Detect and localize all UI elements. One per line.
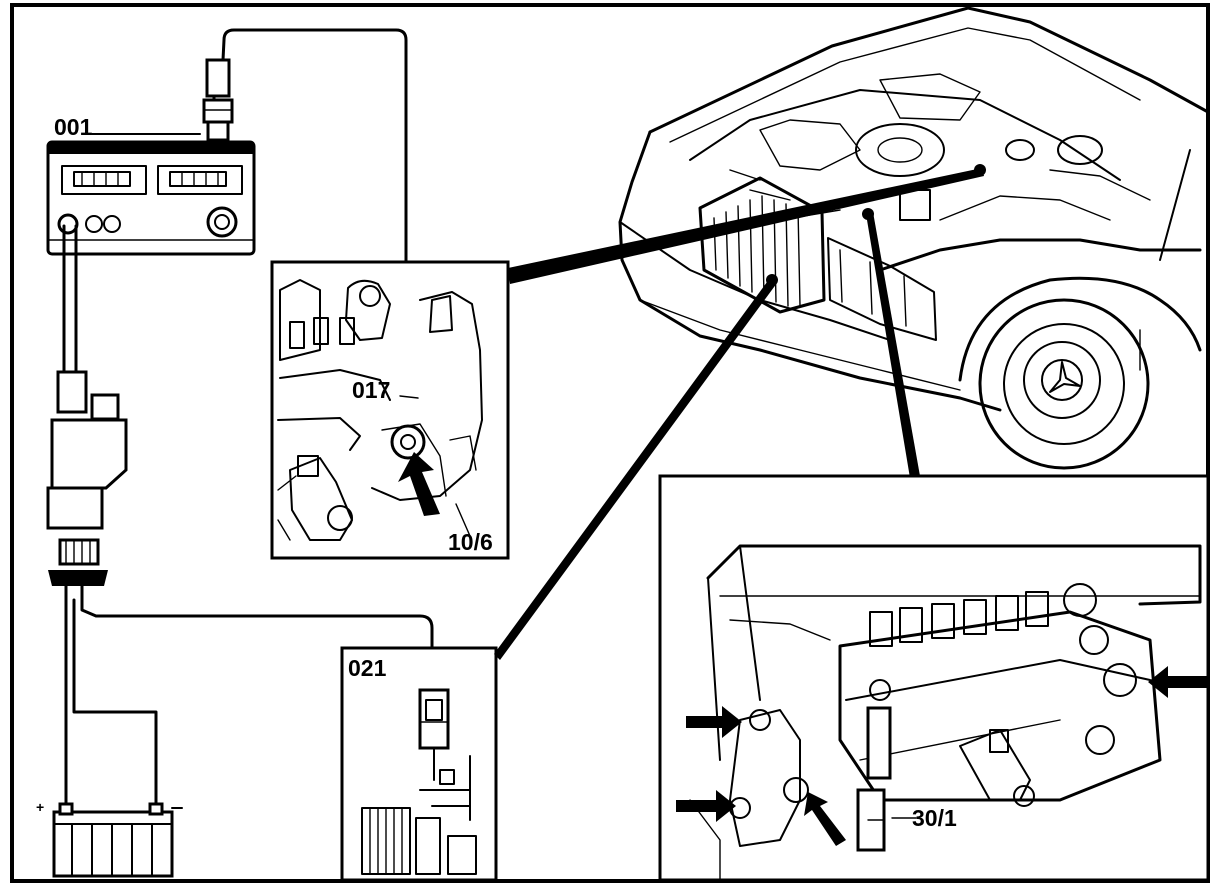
inset-probe-detail	[270, 260, 510, 560]
inset-pump-label: 30/1	[912, 805, 957, 831]
sensor-cable	[80, 584, 434, 702]
inset-probe-label: 017	[352, 377, 390, 403]
tester-label: 001	[54, 114, 93, 140]
leader-pump-inset	[866, 212, 920, 478]
inset-pump-detail	[658, 474, 1210, 882]
battery: +	[36, 799, 183, 878]
cable-connector	[202, 58, 234, 142]
outer-frame	[10, 3, 1210, 883]
adapter-plug	[46, 370, 128, 586]
car-front-view	[618, 6, 1210, 470]
leader-probe-inset	[508, 168, 984, 284]
inset-probe-bolt-label: 10/6	[448, 529, 493, 555]
leader-sensor-inset	[494, 278, 777, 660]
battery-lead-positive	[72, 598, 158, 814]
tester-lead	[62, 224, 78, 382]
tester-unit	[46, 140, 256, 256]
inset-sensor-label: 021	[348, 655, 387, 681]
svg-text:+: +	[36, 799, 44, 815]
inset-sensor-detail	[340, 646, 498, 882]
